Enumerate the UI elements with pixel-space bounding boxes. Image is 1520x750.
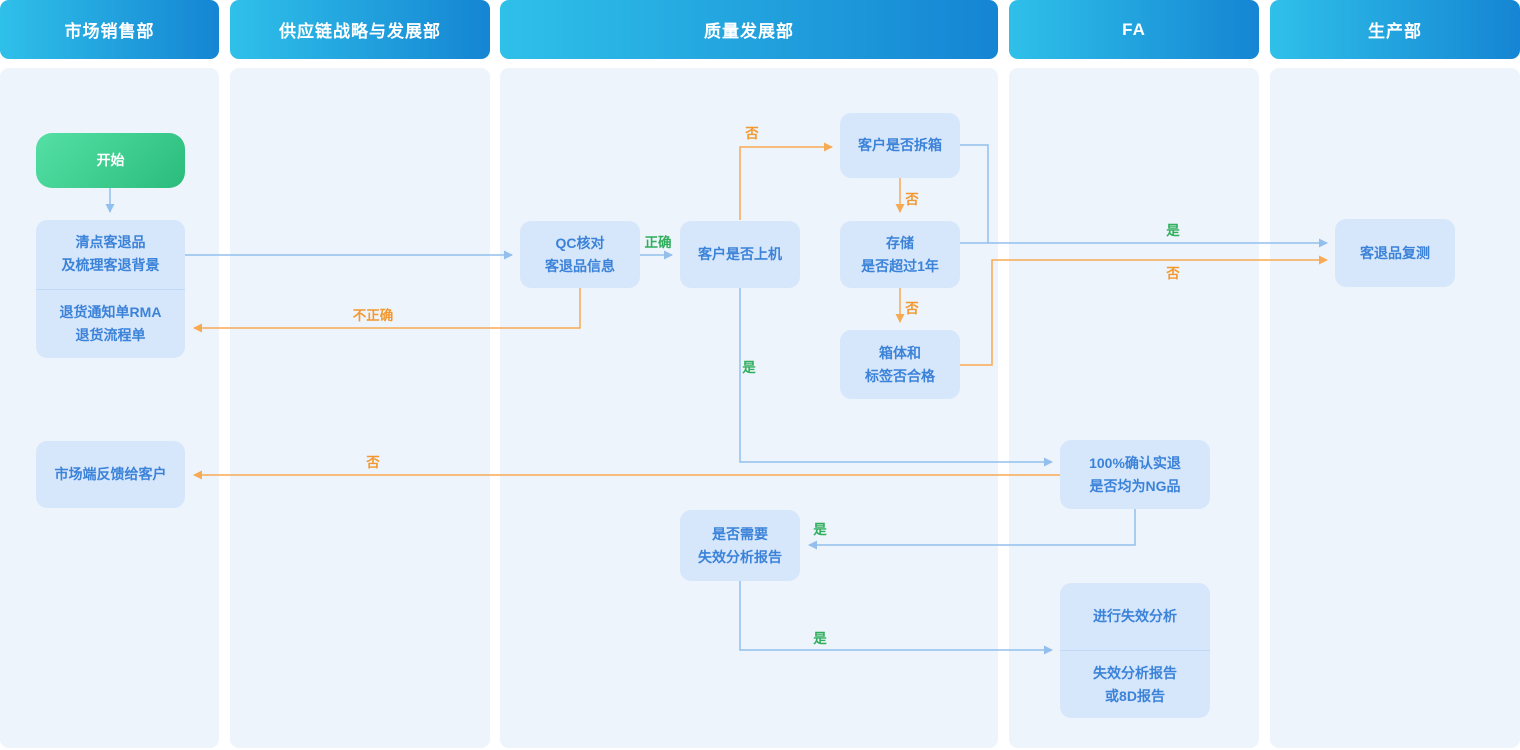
node-label-line: 退货流程单	[75, 326, 146, 343]
edge-label-no-storage: 否	[905, 192, 919, 207]
node-label-line: 及梳理客退背景	[61, 257, 160, 274]
node-label-line: 失效分析报告	[1093, 664, 1177, 681]
node-label-line: 100%确认实退	[1089, 454, 1181, 471]
edge-label-yes-retest: 是	[1166, 223, 1180, 238]
node-label: 客户是否上机	[698, 246, 782, 262]
lane-title: FA	[1122, 19, 1146, 39]
node-confirm-ng: 100%确认实退 是否均为NG品	[1060, 440, 1210, 509]
node-customer-unboxed: 客户是否拆箱	[840, 113, 960, 178]
lane-header-supply-chain: 供应链战略与发展部	[230, 0, 490, 59]
node-customer-on-machine: 客户是否上机	[680, 221, 800, 288]
node-box-label-qualified: 箱体和 标签否合格	[840, 330, 960, 399]
node-need-failure-analysis: 是否需要 失效分析报告	[680, 510, 800, 581]
node-label: 进行失效分析	[1093, 608, 1177, 624]
node-label-line: 退货通知单RMA	[59, 303, 162, 320]
edge-label-yes-needfa: 是	[813, 522, 827, 537]
node-count-and-rma: 清点客退品 及梳理客退背景 退货通知单RMA 退货流程单	[36, 220, 185, 358]
edge-label-incorrect: 不正确	[352, 308, 394, 323]
node-feedback-to-customer: 市场端反馈给客户	[36, 441, 185, 508]
node-label: 客退品复测	[1360, 244, 1430, 261]
node-label-line: 是否均为NG品	[1089, 477, 1181, 494]
node-retest: 客退品复测	[1335, 219, 1455, 287]
node-label: 开始	[96, 152, 125, 168]
node-count-goods: 清点客退品 及梳理客退背景	[36, 220, 185, 289]
node-rma-doc: 退货通知单RMA 退货流程单	[36, 290, 185, 359]
node-start: 开始	[36, 133, 185, 188]
edge-label-no-unboxed: 否	[745, 126, 759, 141]
node-label-line: 标签否合格	[865, 367, 935, 384]
node-label-line: 清点客退品	[75, 234, 146, 251]
node-label-line: 或8D报告	[1105, 687, 1165, 704]
lane-title: 供应链战略与发展部	[279, 22, 441, 41]
node-divider	[1060, 650, 1210, 651]
node-label-line: 失效分析报告	[698, 548, 782, 565]
lane-header-quality-dev: 质量发展部	[500, 0, 998, 59]
node-label-line: 客退品信息	[545, 257, 615, 274]
node-divider	[36, 288, 185, 290]
lane-title: 市场销售部	[64, 22, 155, 41]
lane-title: 质量发展部	[704, 22, 794, 41]
edge-label-no-boxlabel: 否	[905, 301, 919, 316]
edge-label-no-feedback: 否	[366, 455, 380, 470]
lane-header-marketing-sales: 市场销售部	[0, 0, 219, 59]
node-label-line: 存储	[886, 234, 914, 251]
node-fa-report: 失效分析报告 或8D报告	[1060, 651, 1210, 718]
lane-body-supply-chain	[230, 68, 490, 748]
lane-body-production	[1270, 68, 1520, 748]
lane-title: 生产部	[1368, 22, 1422, 41]
node-failure-analysis: 进行失效分析 失效分析报告 或8D报告	[1060, 583, 1210, 718]
lane-header-production: 生产部	[1270, 0, 1520, 59]
edge-label-yes-dofa: 是	[813, 631, 827, 646]
node-storage-over-1year: 存储 是否超过1年	[840, 221, 960, 288]
node-qc-check: QC核对 客退品信息	[520, 221, 640, 288]
edge-label-correct: 正确	[644, 235, 672, 250]
node-label-line: 箱体和	[879, 344, 921, 361]
node-label: 市场端反馈给客户	[54, 466, 167, 482]
node-label: 客户是否拆箱	[858, 137, 942, 153]
edge-label-yes-onmachine: 是	[742, 360, 756, 375]
node-label-line: 是否需要	[712, 525, 768, 542]
node-do-failure-analysis: 进行失效分析	[1060, 583, 1210, 650]
edge-label-no-retest: 否	[1166, 266, 1180, 281]
lane-header-fa: FA	[1009, 0, 1259, 59]
node-label-line: 是否超过1年	[861, 257, 939, 274]
node-label-line: QC核对	[555, 234, 605, 251]
